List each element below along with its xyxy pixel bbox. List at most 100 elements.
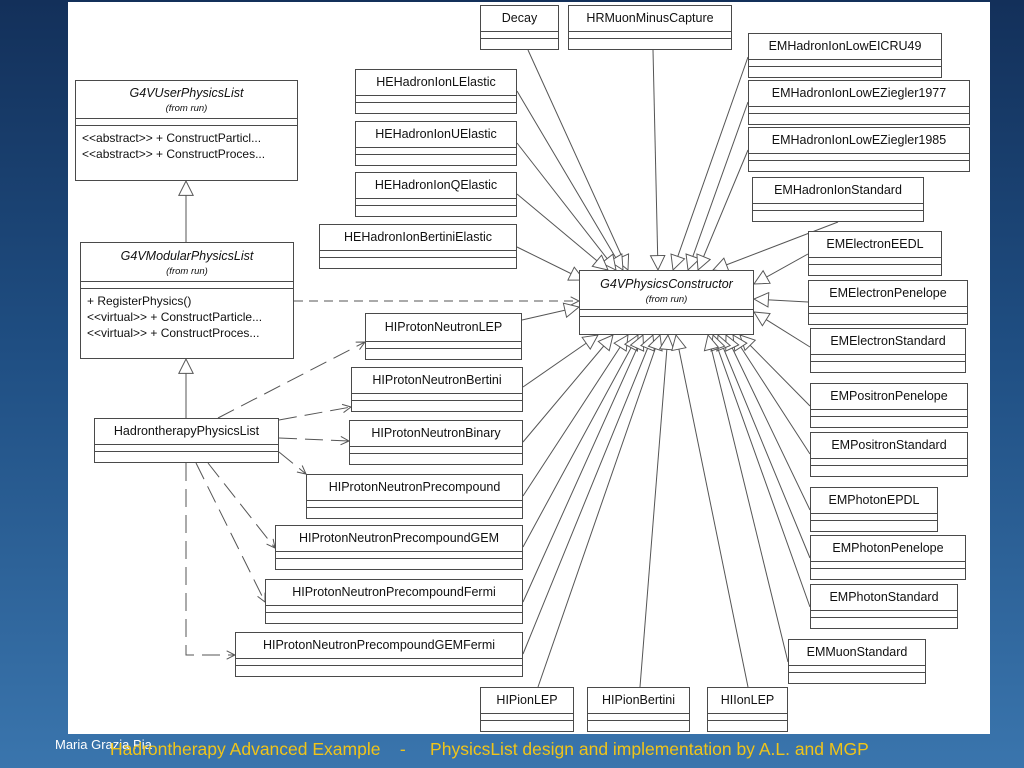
operations-compartment (569, 38, 731, 45)
operations-compartment (811, 568, 965, 575)
class-hiprotonneutronprecompound[interactable]: HIProtonNeutronPrecompound (306, 474, 523, 519)
class-g4vuserphysicslist[interactable]: G4VUserPhysicsList (from run) <<abstract… (75, 80, 298, 181)
class-emphotonstandard[interactable]: EMPhotonStandard (810, 584, 958, 629)
realization-line (522, 335, 613, 443)
class-empositronstandard[interactable]: EMPositronStandard (810, 432, 968, 477)
class-emhadronionstandard[interactable]: EMHadronIonStandard (752, 177, 924, 222)
operations-compartment (749, 66, 941, 73)
operations-compartment: <<abstract>> + ConstructParticl... <<abs… (76, 125, 297, 166)
attributes-compartment (356, 95, 516, 102)
operations-compartment (266, 612, 522, 619)
class-hadrontherapyphysicslist[interactable]: HadrontherapyPhysicsList (94, 418, 279, 463)
class-name: G4VModularPhysicsList (120, 249, 254, 263)
operations-compartment (811, 465, 967, 472)
attributes-compartment (81, 281, 293, 288)
attributes-compartment (809, 306, 967, 313)
class-name: EMPhotonEPDL (828, 493, 920, 507)
operation: <<abstract>> + ConstructParticl... (82, 131, 262, 145)
attributes-compartment (588, 713, 689, 720)
operations-compartment (95, 451, 278, 458)
class-hiprotonneutronbertini[interactable]: HIProtonNeutronBertini (351, 367, 523, 412)
class-hehadronionqelastic[interactable]: HEHadronIonQElastic (355, 172, 517, 217)
realization-line (522, 335, 598, 388)
class-emphotonpenelope[interactable]: EMPhotonPenelope (810, 535, 966, 580)
operations-compartment (753, 210, 923, 217)
class-emphotonepdl[interactable]: EMPhotonEPDL (810, 487, 938, 532)
realization-line (740, 335, 811, 407)
attributes-compartment (236, 658, 522, 665)
class-emhadronionlowezieglerl985[interactable]: EMHadronIonLowEZiegler1985 (748, 127, 970, 172)
class-name: G4VPhysicsConstructor (600, 277, 733, 291)
class-name: EMMuonStandard (806, 645, 908, 659)
class-name: HIPionLEP (496, 693, 558, 707)
realization-line (676, 335, 749, 688)
operations-compartment (276, 558, 522, 565)
class-name: HIProtonNeutronBinary (371, 426, 501, 440)
operations-compartment (356, 154, 516, 161)
realization-line (522, 335, 628, 497)
realization-line (527, 49, 628, 270)
operations-compartment (789, 672, 925, 679)
operations-compartment (811, 617, 957, 624)
attributes-compartment (266, 605, 522, 612)
realization-line (713, 335, 811, 608)
class-g4vphysicsconstructor[interactable]: G4VPhysicsConstructor (from run) (579, 270, 754, 335)
class-emhadronionlowelcru49[interactable]: EMHadronIonLowEICRU49 (748, 33, 942, 78)
class-name: HadrontherapyPhysicsList (113, 424, 260, 438)
operations-compartment (811, 361, 965, 368)
class-name: EMPhotonStandard (829, 590, 939, 604)
class-name: HEHadronIonBertiniElastic (344, 230, 492, 244)
class-hiprotonneutronlep[interactable]: HIProtonNeutronLEP (365, 313, 522, 360)
class-hehadronionbertinielastic[interactable]: HEHadronIonBertiniElastic (319, 224, 517, 269)
attributes-compartment (789, 665, 925, 672)
operations-compartment (811, 416, 967, 423)
class-hehadronionuelastic[interactable]: HEHadronIonUElastic (355, 121, 517, 166)
attributes-compartment (350, 446, 522, 453)
attributes-compartment (481, 31, 558, 38)
class-hiprotonneutronprecompoundgem[interactable]: HIProtonNeutronPrecompoundGEM (275, 525, 523, 570)
realization-line (522, 335, 653, 655)
realization-line (516, 142, 616, 270)
class-name: EMHadronIonLowEZiegler1985 (771, 133, 947, 147)
class-emelectroneedl[interactable]: EMElectronEEDL (808, 231, 942, 276)
operations-compartment (352, 400, 522, 407)
operation: <<virtual>> + ConstructParticle... (87, 310, 263, 324)
operations-compartment (356, 205, 516, 212)
class-name: HRMuonMinusCapture (586, 11, 714, 25)
attributes-compartment (811, 561, 965, 568)
class-package: (from run) (645, 294, 688, 305)
class-name: EMElectronPenelope (829, 286, 947, 300)
attributes-compartment (749, 106, 969, 113)
class-g4vmodularphysicslist[interactable]: G4VModularPhysicsList (from run) + Regis… (80, 242, 294, 359)
class-decay[interactable]: Decay (480, 5, 559, 50)
class-hehadronionlelastic[interactable]: HEHadronIonLElastic (355, 69, 517, 114)
class-hipionbertini[interactable]: HIPionBertini (587, 687, 690, 732)
class-emmuonstandard[interactable]: EMMuonStandard (788, 639, 926, 684)
class-hiionlep[interactable]: HIIonLEP (707, 687, 788, 732)
realization-line (708, 335, 789, 663)
class-emelectronpenelope[interactable]: EMElectronPenelope (808, 280, 968, 325)
class-emhadronionlowezieglerl977[interactable]: EMHadronIonLowEZiegler1977 (748, 80, 970, 125)
class-hiprotonneutronbinary[interactable]: HIProtonNeutronBinary (349, 420, 523, 465)
attributes-compartment (76, 118, 297, 125)
class-empositronpenelope[interactable]: EMPositronPenelope (810, 383, 968, 428)
class-name: HIProtonNeutronBertini (372, 373, 502, 387)
realization-line (516, 90, 623, 270)
class-name: EMPositronPenelope (830, 389, 948, 403)
class-hrmuonminuscapture[interactable]: HRMuonMinusCapture (568, 5, 732, 50)
class-hipionlep[interactable]: HIPionLEP (480, 687, 574, 732)
realization-line (754, 312, 811, 348)
class-name: EMPositronStandard (831, 438, 947, 452)
realization-line (726, 335, 811, 511)
attributes-compartment (356, 147, 516, 154)
class-emelectronstandard[interactable]: EMElectronStandard (810, 328, 966, 373)
class-hiprotonneutronprecompoundgemfermi[interactable]: HIProtonNeutronPrecompoundGEMFermi (235, 632, 523, 677)
operations-compartment (307, 507, 522, 514)
realization-line (516, 246, 584, 280)
operations-compartment (350, 453, 522, 460)
attributes-compartment (569, 31, 731, 38)
attributes-compartment (749, 153, 969, 160)
class-hiprotonneutronprecompoundfermi[interactable]: HIProtonNeutronPrecompoundFermi (265, 579, 523, 624)
attributes-compartment (356, 198, 516, 205)
attributes-compartment (809, 257, 941, 264)
